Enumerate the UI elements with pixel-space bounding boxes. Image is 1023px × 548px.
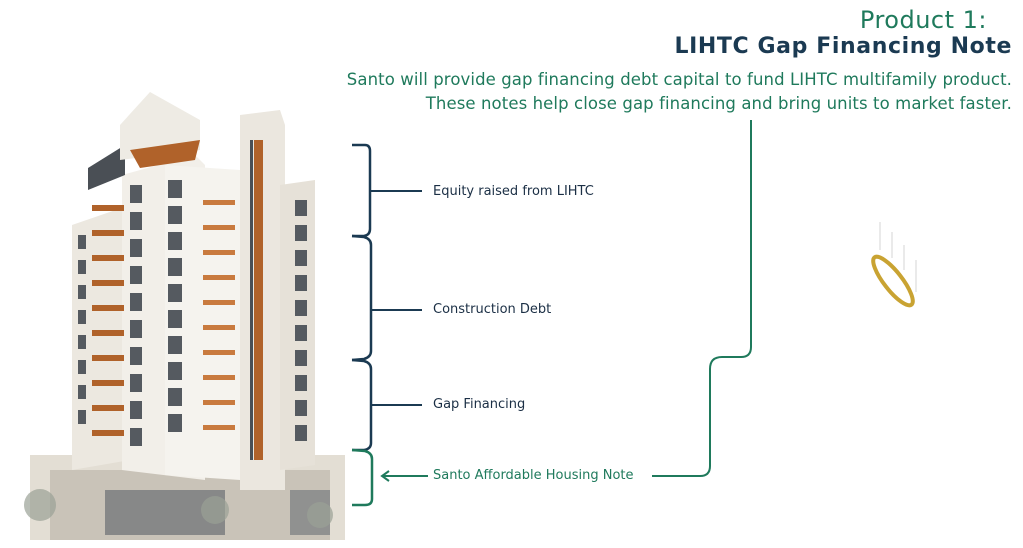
product-title: LIHTC Gap Financing Note	[674, 34, 1012, 59]
arrow-head-icon	[380, 470, 390, 482]
brace-santo-note	[351, 448, 374, 507]
building-illustration-icon	[24, 92, 345, 540]
label-construction-debt: Construction Debt	[433, 302, 552, 317]
balconies-left	[92, 205, 124, 436]
building-left-wing	[72, 205, 130, 470]
windows	[78, 180, 307, 446]
description-line-1: Santo will provide gap financing debt ca…	[346, 70, 1012, 89]
tree-icon	[24, 489, 56, 521]
connector-description-to-note	[652, 120, 752, 477]
label-equity-lihtc: Equity raised from LIHTC	[433, 184, 594, 199]
label-gap-financing: Gap Financing	[433, 397, 526, 412]
product-label: Product 1:	[859, 6, 987, 34]
brace-gap	[351, 358, 373, 452]
brace-equity	[352, 143, 372, 238]
brace-construction	[351, 234, 373, 362]
label-santo-note: Santo Affordable Housing Note	[433, 468, 634, 483]
halo-icon	[871, 222, 917, 308]
balconies-middle	[203, 200, 235, 430]
wood-stripe	[254, 140, 263, 460]
description-line-2: These notes help close gap financing and…	[425, 94, 1012, 113]
